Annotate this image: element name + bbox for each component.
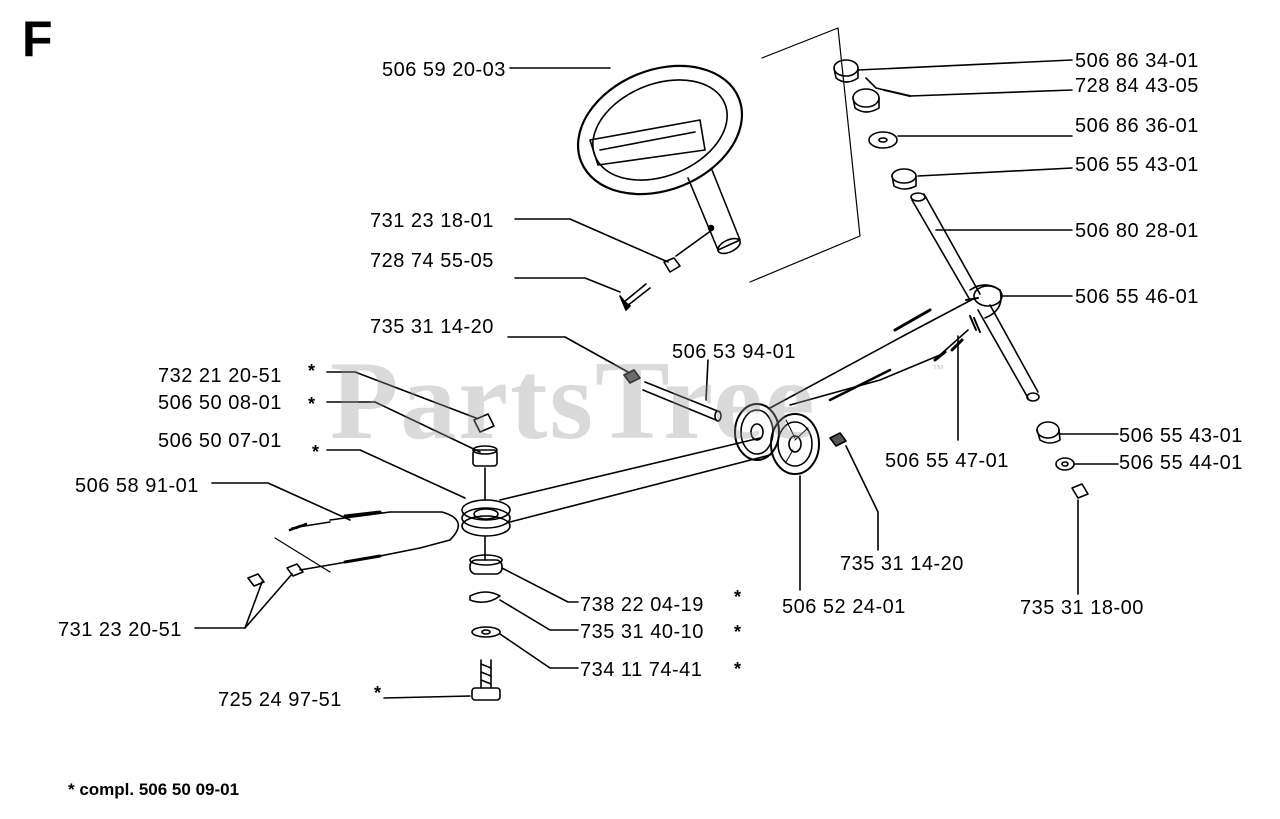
- column-nut-drawing: [663, 229, 713, 273]
- steering-wheel-drawing: [576, 27, 861, 283]
- star-nut-a: *: [308, 361, 316, 381]
- left-stack-drawing: [461, 413, 511, 701]
- watermark: PartsTree: [330, 339, 817, 463]
- label-pulley-pair: 506 52 24-01: [782, 596, 906, 618]
- watermark-trademark: ™: [932, 362, 944, 376]
- label-washer-right: 506 55 44-01: [1119, 452, 1243, 474]
- pulley-axle-drawing: [642, 359, 722, 422]
- label-screw-column: 728 74 55-05: [370, 250, 494, 272]
- label-bushing-top: 506 55 43-01: [1075, 154, 1199, 176]
- star-bolt: *: [374, 683, 382, 703]
- star-washer: *: [734, 659, 742, 679]
- label-clip: 735 31 40-10: [580, 621, 704, 643]
- label-bushing-a: 506 50 08-01: [158, 392, 282, 414]
- label-steering-shaft: 506 80 28-01: [1075, 220, 1199, 242]
- label-bushing-right-upper: 506 55 43-01: [1119, 425, 1243, 447]
- label-bearing: 738 22 04-19: [580, 594, 704, 616]
- label-cap-top: 506 86 34-01: [1075, 50, 1199, 72]
- label-bracket: 506 55 46-01: [1075, 286, 1199, 308]
- label-spring: 506 55 47-01: [885, 450, 1009, 472]
- label-washer: 734 11 74-41: [580, 659, 703, 681]
- star-clip: *: [734, 622, 742, 642]
- star-bearing: *: [734, 587, 742, 607]
- label-bolt: 725 24 97-51: [218, 689, 342, 711]
- label-bushing-b: 506 50 07-01: [158, 430, 282, 452]
- label-pulley-axle: 506 53 94-01: [672, 341, 796, 363]
- label-nut-right: 735 31 18-00: [1020, 597, 1144, 619]
- label-washer-top: 506 86 36-01: [1075, 115, 1199, 137]
- star-bushing-b: *: [312, 442, 320, 462]
- label-screw-top: 728 84 43-05: [1075, 75, 1199, 97]
- star-bushing-a: *: [308, 394, 316, 414]
- section-letter: F: [22, 11, 53, 67]
- pulley-pair-drawing: [734, 403, 847, 475]
- cable-drawing: [247, 510, 460, 587]
- label-cable-assembly: 506 58 91-01: [75, 475, 199, 497]
- label-nut-a: 732 21 20-51: [158, 365, 282, 387]
- label-nut-pulley-axle-left: 735 31 14-20: [370, 316, 494, 338]
- bottom-stack-drawing: [1036, 421, 1089, 499]
- label-nut-column-top: 731 23 18-01: [370, 210, 494, 232]
- steering-shaft-drawing: [910, 192, 1040, 402]
- top-stack-drawing: [833, 59, 917, 190]
- column-screw-drawing: [619, 283, 651, 311]
- label-steering-wheel: 506 59 20-03: [382, 59, 506, 81]
- axle-nut-drawing: [623, 369, 641, 384]
- label-nut-cable-end: 731 23 20-51: [58, 619, 182, 641]
- footnote: * compl. 506 50 09-01: [68, 780, 240, 799]
- label-nut-pulley-axle-right: 735 31 14-20: [840, 553, 964, 575]
